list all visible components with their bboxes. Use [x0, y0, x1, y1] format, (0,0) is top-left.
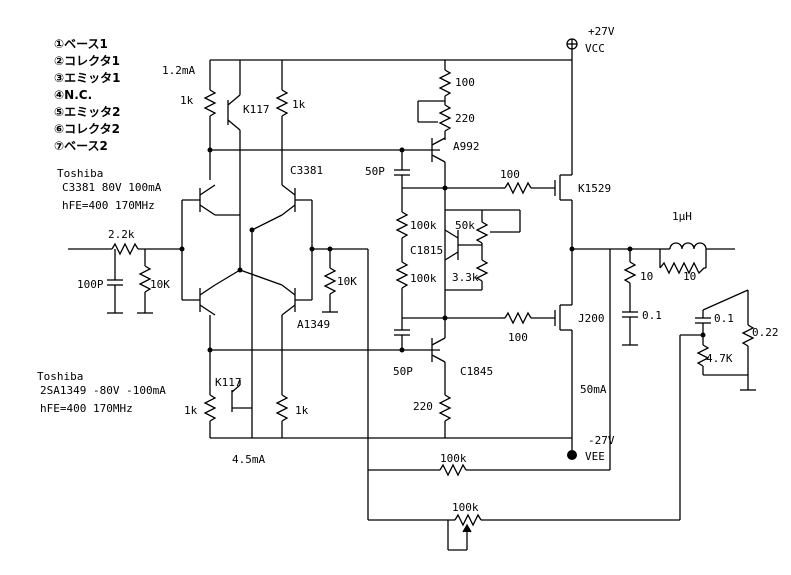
vcc-label: VCC [585, 42, 605, 55]
note-hfe-1: hFE=400 170MHz [62, 199, 155, 212]
label-c3381: C3381 [290, 164, 323, 177]
label-l1uh: 1μH [672, 210, 692, 223]
feedback-network [368, 249, 680, 551]
label-r0-22: 0.22 [752, 326, 779, 339]
vcc-terminal [566, 38, 578, 50]
pin-legend-item: ⑦ベース2 [54, 139, 108, 153]
label-r1k-tr: 1k [292, 98, 306, 111]
pin-legend-item: ④N.C. [54, 88, 93, 102]
output-stage [500, 174, 660, 331]
input-stage [68, 242, 182, 314]
label-r100-gate-bot: 100 [508, 331, 528, 344]
label-r4-7k: 4.7K [706, 352, 733, 365]
note-hfe-2: hFE=400 170MHz [40, 402, 133, 415]
label-r3-3k: 3.3k [452, 271, 479, 284]
label-c01: 0.1 [642, 309, 662, 322]
bias-multiplier [444, 205, 521, 318]
label-r10: 10 [640, 270, 653, 283]
note-toshiba-1: Toshiba [57, 167, 103, 180]
label-c50p-bot: 50P [393, 365, 413, 378]
note-a1349: 2SA1349 -80V -100mA [40, 384, 166, 397]
label-k1529: K1529 [578, 182, 611, 195]
label-r100k-1: 100k [410, 219, 437, 232]
label-r100k-pot: 100k [452, 501, 479, 514]
vee-voltage-label: -27V [588, 434, 615, 447]
current-output: 50mA [580, 383, 607, 396]
label-r1k-tl: 1k [180, 94, 194, 107]
label-r1k-br: 1k [295, 404, 309, 417]
pin-legend-item: ⑥コレクタ2 [54, 122, 121, 136]
label-r100k-2: 100k [410, 272, 437, 285]
label-a1349: A1349 [297, 318, 330, 331]
label-r-in: 2.2k [108, 228, 135, 241]
label-c-in: 100P [77, 278, 104, 291]
output-filter [622, 242, 735, 346]
vas [394, 60, 500, 438]
r10k-mid [322, 248, 369, 520]
note-toshiba-2: Toshiba [37, 370, 83, 383]
label-c1845: C1845 [460, 365, 493, 378]
jfet-current-sources [227, 60, 253, 438]
label-k117-bot: K117 [215, 376, 242, 389]
note-c3381: C3381 80V 100mA [62, 181, 162, 194]
label-r10-par: 10 [683, 270, 696, 283]
pin-legend-item: ①ベース1 [54, 37, 108, 51]
label-r1k-bl: 1k [184, 404, 198, 417]
label-r10k-mid: 10K [337, 275, 357, 288]
label-r100-gate-top: 100 [500, 168, 520, 181]
label-j200: J200 [578, 312, 605, 325]
label-r100k-fb: 100k [440, 452, 467, 465]
pin-legend-item: ⑤エミッタ2 [54, 105, 121, 119]
pin-legend: ①ベース1 ②コレクタ1 ③エミッタ1 ④N.C. ⑤エミッタ2 ⑥コレクタ2 … [54, 36, 121, 155]
label-k117-top: K117 [243, 103, 270, 116]
current-top: 1.2mA [162, 64, 195, 77]
sense-network [679, 289, 756, 520]
label-c50p-top: 50P [365, 165, 385, 178]
label-r220-bot: 220 [413, 400, 433, 413]
vcc-voltage-label: +27V [588, 25, 615, 38]
pin-legend-item: ②コレクタ1 [54, 54, 121, 68]
vee-label: VEE [585, 450, 605, 463]
label-r50k: 50k [455, 219, 475, 232]
label-r-in-gnd: 10K [150, 278, 170, 291]
label-r220-top: 220 [455, 112, 475, 125]
label-c01-2: 0.1 [714, 312, 734, 325]
rails [210, 48, 573, 439]
vee-terminal [567, 438, 577, 460]
label-r100-top: 100 [455, 76, 475, 89]
label-a992: A992 [453, 140, 480, 153]
pin-legend-item: ③エミッタ1 [54, 71, 121, 85]
current-bottom: 4.5mA [232, 453, 265, 466]
label-c1815: C1815 [410, 244, 443, 257]
